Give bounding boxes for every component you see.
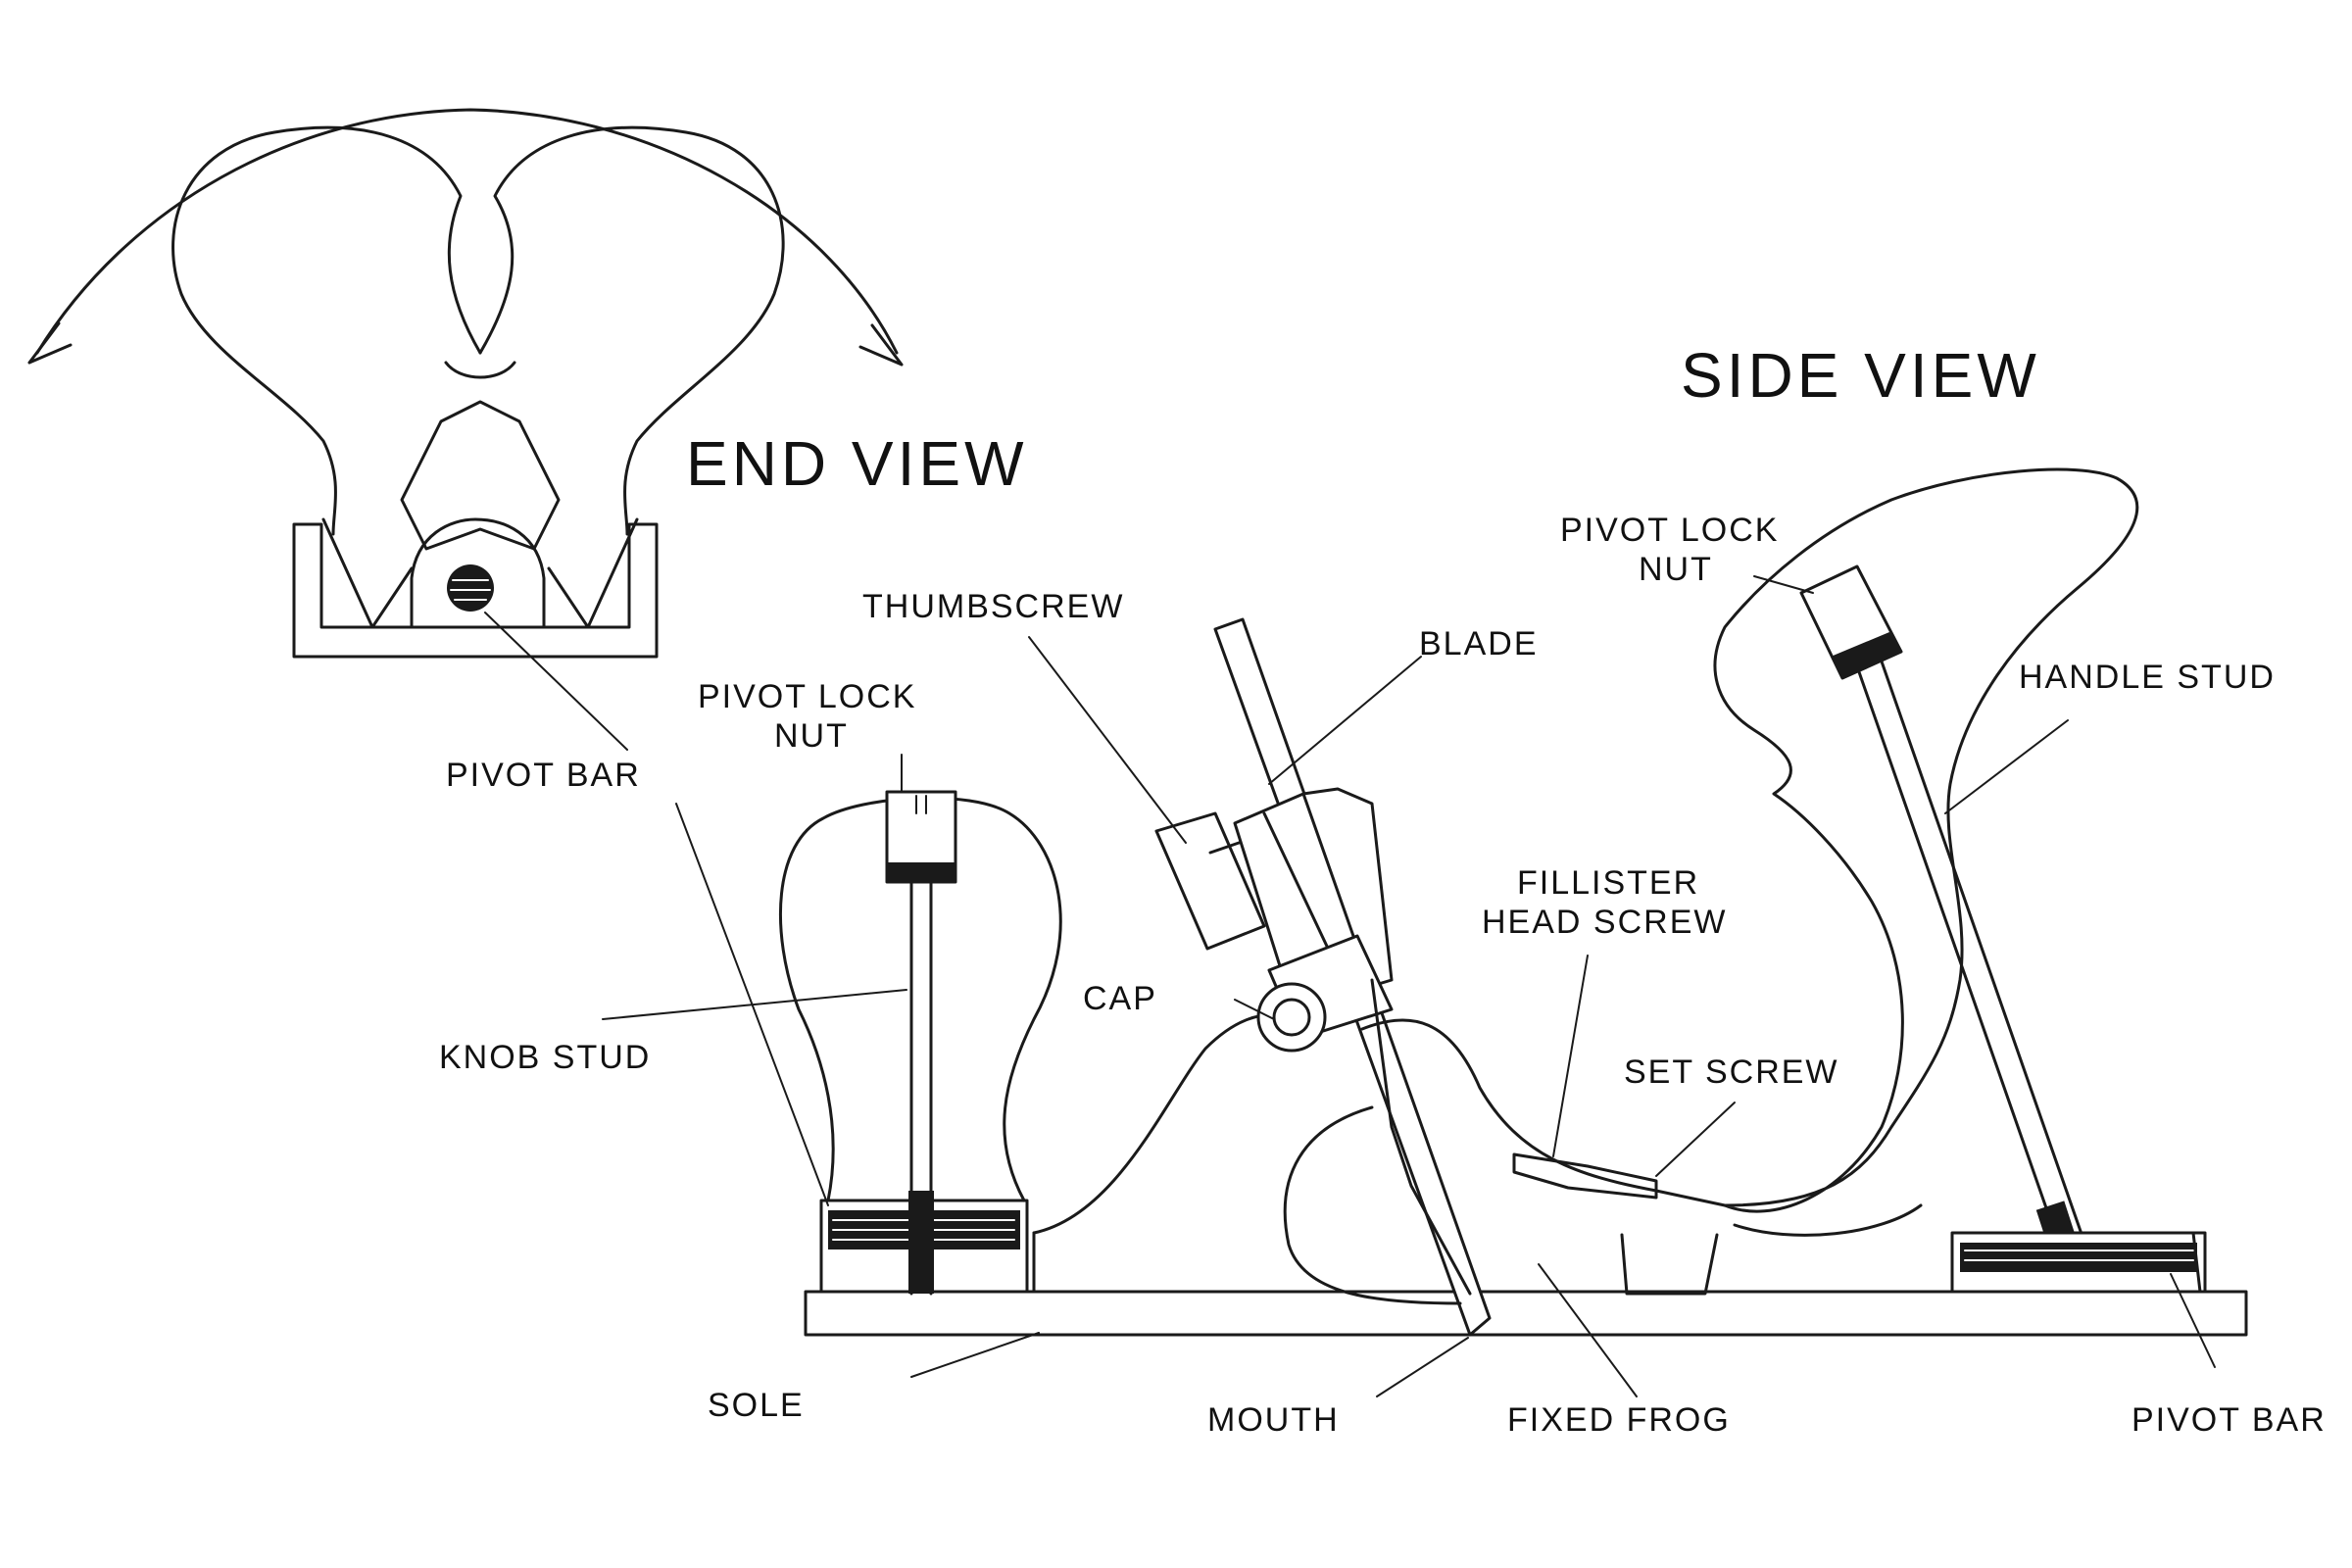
label-fillister-2: HEAD SCREW bbox=[1482, 904, 1727, 941]
body-top-line bbox=[1032, 1231, 1952, 1294]
leader-blade bbox=[1268, 656, 1422, 785]
end-view-boss bbox=[410, 517, 546, 629]
handle-lobe-right bbox=[478, 125, 785, 536]
handle-lobe-left bbox=[172, 125, 482, 536]
cap-line bbox=[1032, 1013, 1286, 1235]
label-thumbscrew: THUMBSCREW bbox=[862, 588, 1124, 625]
thumbscrew bbox=[1154, 811, 1266, 951]
side-view-title: SIDE VIEW bbox=[1681, 340, 2040, 411]
leader-fixed-frog bbox=[1538, 1263, 1638, 1397]
end-view-frog bbox=[400, 400, 561, 551]
label-set-screw: SET SCREW bbox=[1624, 1054, 1839, 1091]
label-pivot-bar-left: PIVOT BAR bbox=[446, 757, 641, 794]
label-knob-stud: KNOB STUD bbox=[439, 1039, 651, 1076]
leader-set-screw bbox=[1655, 1102, 1736, 1177]
label-fillister-1: FILLISTER bbox=[1517, 864, 1699, 902]
label-pivot-bar-right: PIVOT BAR bbox=[2132, 1401, 2327, 1439]
end-view-pivot-bar bbox=[447, 564, 494, 612]
handle bbox=[1713, 467, 2139, 1213]
handle-neck bbox=[444, 361, 516, 379]
arc-arrow-right bbox=[858, 323, 904, 367]
label-blade: BLADE bbox=[1419, 625, 1539, 662]
leader-mouth bbox=[1376, 1337, 1469, 1397]
leader-sole bbox=[910, 1332, 1040, 1378]
swing-arc bbox=[35, 108, 899, 355]
handle-stud bbox=[1855, 660, 2099, 1286]
leader-lines bbox=[484, 575, 2216, 1397]
leader-pivot-bar-right bbox=[2170, 1273, 2216, 1368]
fixed-frog bbox=[1283, 1018, 1727, 1305]
side-view-drawing bbox=[779, 467, 2248, 1337]
leader-handle-lock-nut bbox=[1753, 575, 1814, 594]
arc-arrow-left bbox=[27, 321, 73, 365]
end-view-wedge-left bbox=[321, 517, 414, 629]
handle-inner-line bbox=[1733, 1203, 1923, 1237]
leader-cap bbox=[1234, 999, 1275, 1020]
label-fixed-frog: FIXED FROG bbox=[1507, 1401, 1731, 1439]
set-screw-block bbox=[1620, 1233, 1719, 1296]
end-view-wedge-right bbox=[547, 517, 639, 629]
leader-thumbscrew bbox=[1028, 636, 1187, 844]
label-knob-pivot-lock-nut-1: PIVOT LOCK bbox=[698, 678, 916, 715]
label-cap: CAP bbox=[1083, 980, 1157, 1017]
frog-face bbox=[1370, 978, 1472, 1296]
label-knob-pivot-lock-nut-2: NUT bbox=[774, 717, 849, 755]
sole-plate bbox=[804, 1290, 2248, 1337]
leader-handle-stud bbox=[1944, 719, 2069, 814]
label-handle-pivot-lock-nut-2: NUT bbox=[1639, 551, 1713, 588]
leader-pivot-bar-left-top bbox=[484, 612, 628, 751]
leader-fillister bbox=[1552, 955, 1589, 1157]
end-view-drawing bbox=[27, 108, 904, 659]
end-view-title: END VIEW bbox=[686, 428, 1027, 499]
label-handle-pivot-lock-nut-1: PIVOT LOCK bbox=[1560, 512, 1779, 549]
label-handle-stud: HANDLE STUD bbox=[2019, 659, 2276, 696]
end-view-body bbox=[292, 522, 659, 659]
leader-knob-stud bbox=[602, 989, 907, 1020]
fillister-head-screw bbox=[1512, 1152, 1658, 1200]
label-mouth: MOUTH bbox=[1207, 1401, 1340, 1439]
cap-pivot-hole bbox=[1272, 998, 1311, 1037]
label-sole: SOLE bbox=[708, 1387, 805, 1424]
